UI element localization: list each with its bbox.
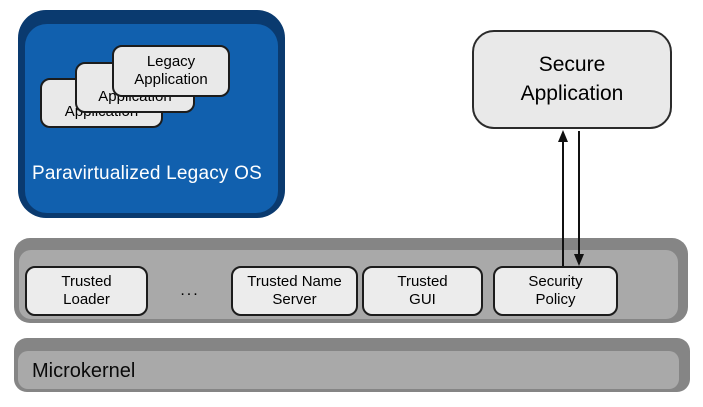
trusted-loader-box: Trusted Loader (25, 266, 148, 316)
trusted-services-layer: Trusted Loader ... Trusted Name Server T… (14, 238, 688, 323)
arrow-up-head-icon (558, 130, 568, 142)
legacy-application-card: Legacy Application (112, 45, 230, 97)
microkernel-label: Microkernel (32, 359, 136, 382)
trusted-name-server-label: Trusted Name Server (247, 273, 342, 308)
security-policy-label: Security Policy (528, 273, 583, 308)
secure-application-label: Secure Application (520, 53, 624, 105)
paravirtualized-legacy-os-block: Legacy Application Legacy Application Le… (18, 10, 285, 218)
trusted-loader-label: Trusted Loader (61, 273, 112, 308)
trusted-gui-box: Trusted GUI (362, 266, 483, 316)
microkernel-face (18, 351, 679, 389)
ellipsis-label: ... (180, 282, 200, 299)
trusted-gui-label: Trusted GUI (397, 273, 448, 308)
security-policy-box: Security Policy (493, 266, 618, 316)
legacy-application-label: Legacy Application (134, 53, 208, 88)
arrow-down-head-icon (574, 254, 584, 266)
microkernel-bar: Microkernel (14, 338, 690, 392)
trusted-name-server-box: Trusted Name Server (231, 266, 358, 316)
secure-application-box: Secure Application (472, 30, 672, 129)
legacy-os-label: Paravirtualized Legacy OS (32, 163, 262, 184)
arrow-up-line (562, 141, 564, 266)
arrow-down-line (578, 131, 580, 255)
